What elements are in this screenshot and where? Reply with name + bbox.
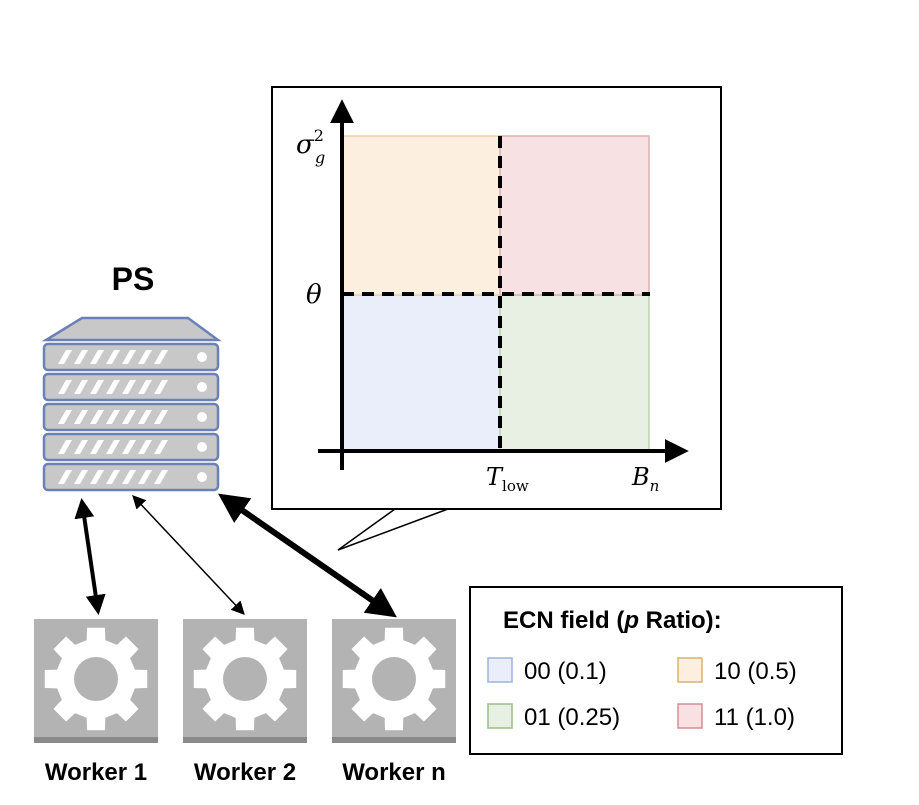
server-stripe xyxy=(122,350,136,364)
legend-label: 10 (0.5) xyxy=(714,658,797,685)
ps-label: PS xyxy=(112,261,155,297)
server-stripe xyxy=(90,350,104,364)
server-stripe xyxy=(90,380,104,394)
server-stripe xyxy=(154,380,168,394)
worker-label: Worker 2 xyxy=(194,759,296,786)
worker-tile-base xyxy=(332,737,456,743)
server-stripe xyxy=(106,380,120,394)
server-unit xyxy=(42,342,220,372)
legend-title: ECN field (p Ratio): xyxy=(503,607,722,634)
server-stripe xyxy=(122,440,136,454)
inset-callout-pointer xyxy=(337,508,449,551)
server-unit xyxy=(42,402,220,432)
server-stripe xyxy=(74,440,88,454)
server-led xyxy=(197,382,207,392)
server-stripe xyxy=(138,410,152,424)
legend-item: 10 (0.5) xyxy=(677,657,797,685)
server-stripe xyxy=(138,380,152,394)
server-led xyxy=(197,412,207,422)
legend-item: 11 (1.0) xyxy=(677,703,795,731)
server-stripe xyxy=(58,410,72,424)
server-stripe xyxy=(106,440,120,454)
region-11 xyxy=(499,135,650,296)
server-icon xyxy=(41,316,222,492)
server-stripe xyxy=(90,410,104,424)
legend-label: 00 (0.1) xyxy=(524,658,607,685)
worker-label: Worker 1 xyxy=(45,759,147,786)
server-stripe xyxy=(90,470,104,484)
server-stripe xyxy=(90,440,104,454)
server-stripe xyxy=(74,470,88,484)
server-stripe xyxy=(122,410,136,424)
server-led xyxy=(197,352,207,362)
server-led xyxy=(197,442,207,452)
server-stripe xyxy=(106,470,120,484)
server-stripe xyxy=(58,440,72,454)
server-stripe xyxy=(74,410,88,424)
legend-swatch xyxy=(487,703,513,729)
legend-frame xyxy=(469,586,843,755)
server-stripe xyxy=(58,380,72,394)
gear-hole xyxy=(223,657,267,701)
y-threshold-label: θ xyxy=(306,280,322,310)
server-stripe xyxy=(154,440,168,454)
legend-label: 01 (0.25) xyxy=(524,704,620,731)
server-unit xyxy=(42,372,220,402)
worker-label: Worker n xyxy=(342,759,446,786)
x-threshold-label: Tlow xyxy=(486,463,529,495)
server-stripe xyxy=(138,440,152,454)
gear-hole xyxy=(74,657,118,701)
server-stripe xyxy=(74,380,88,394)
server-stripe xyxy=(106,410,120,424)
server-led xyxy=(197,472,207,482)
region-00 xyxy=(341,294,501,451)
arrow-ps-worker2 xyxy=(132,495,245,615)
worker-2: Worker 2 xyxy=(183,619,307,786)
server-stripe xyxy=(106,350,120,364)
server-stripe xyxy=(138,350,152,364)
legend-item: 00 (0.1) xyxy=(487,657,607,685)
server-stripe xyxy=(154,470,168,484)
legend-swatch xyxy=(487,657,513,683)
server-unit xyxy=(42,432,220,462)
server-stripe xyxy=(74,350,88,364)
region-01 xyxy=(499,294,650,451)
server-stripe xyxy=(58,350,72,364)
worker-tile-base xyxy=(183,737,307,743)
gear-hole xyxy=(372,657,416,701)
workers-group: Worker 1 Worker 2 Worker n xyxy=(34,619,456,786)
legend-label: 11 (1.0) xyxy=(714,704,795,731)
legend-item: 01 (0.25) xyxy=(487,703,620,731)
worker-3: Worker n xyxy=(332,619,456,786)
region-10 xyxy=(341,135,501,296)
server-stripe xyxy=(122,470,136,484)
arrow-ps-worker1 xyxy=(74,498,106,615)
server-stripe xyxy=(122,380,136,394)
server-stripe xyxy=(154,350,168,364)
connection-arrows xyxy=(74,493,397,618)
legend: ECN field (p Ratio): 00 (0.1) 10 (0.5) 01 … xyxy=(469,586,843,755)
server-unit xyxy=(42,462,220,492)
legend-swatch xyxy=(677,703,703,729)
legend-swatch xyxy=(677,657,703,683)
worker-1: Worker 1 xyxy=(34,619,158,786)
server-stripe xyxy=(58,470,72,484)
x-axis-label: Bn xyxy=(631,463,659,495)
worker-tile-base xyxy=(34,737,158,743)
server-stripe xyxy=(154,410,168,424)
server-stripe xyxy=(138,470,152,484)
arrow-ps-workern xyxy=(218,493,397,618)
